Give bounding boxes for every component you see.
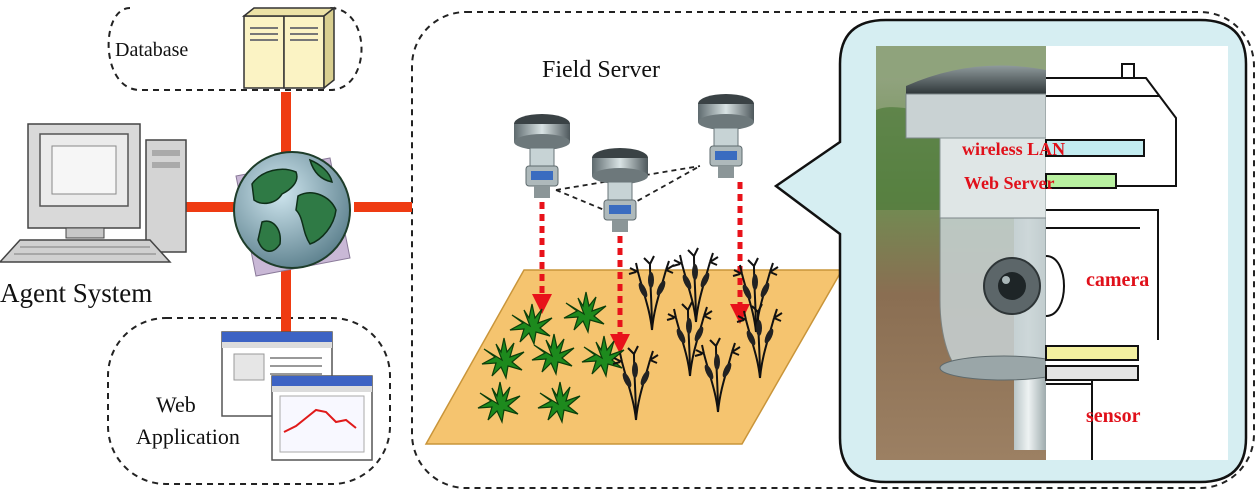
agent-system-label: Agent System [0, 280, 152, 307]
link-to-field-server [354, 202, 412, 212]
field-server-unit-icon [514, 94, 754, 232]
server-towers-icon [244, 8, 334, 88]
field-server-label: Field Server [542, 58, 660, 82]
link-to-agent-system [180, 202, 238, 212]
camera-label: camera [1086, 270, 1149, 290]
wireless-lan-label: wireless LAN [962, 140, 1065, 158]
field-server-photo [876, 46, 1068, 460]
browser-windows-icon [222, 332, 372, 460]
web-server-label: Web Server [964, 174, 1054, 192]
globe-icon [234, 152, 350, 276]
field-server-schematic [1046, 46, 1228, 460]
web-label: Web [156, 394, 196, 416]
sensor-label: sensor [1086, 406, 1140, 426]
application-label: Application [136, 426, 240, 448]
desktop-computer-icon [0, 124, 186, 262]
link-to-database [281, 92, 291, 156]
database-label: Database [115, 40, 188, 60]
